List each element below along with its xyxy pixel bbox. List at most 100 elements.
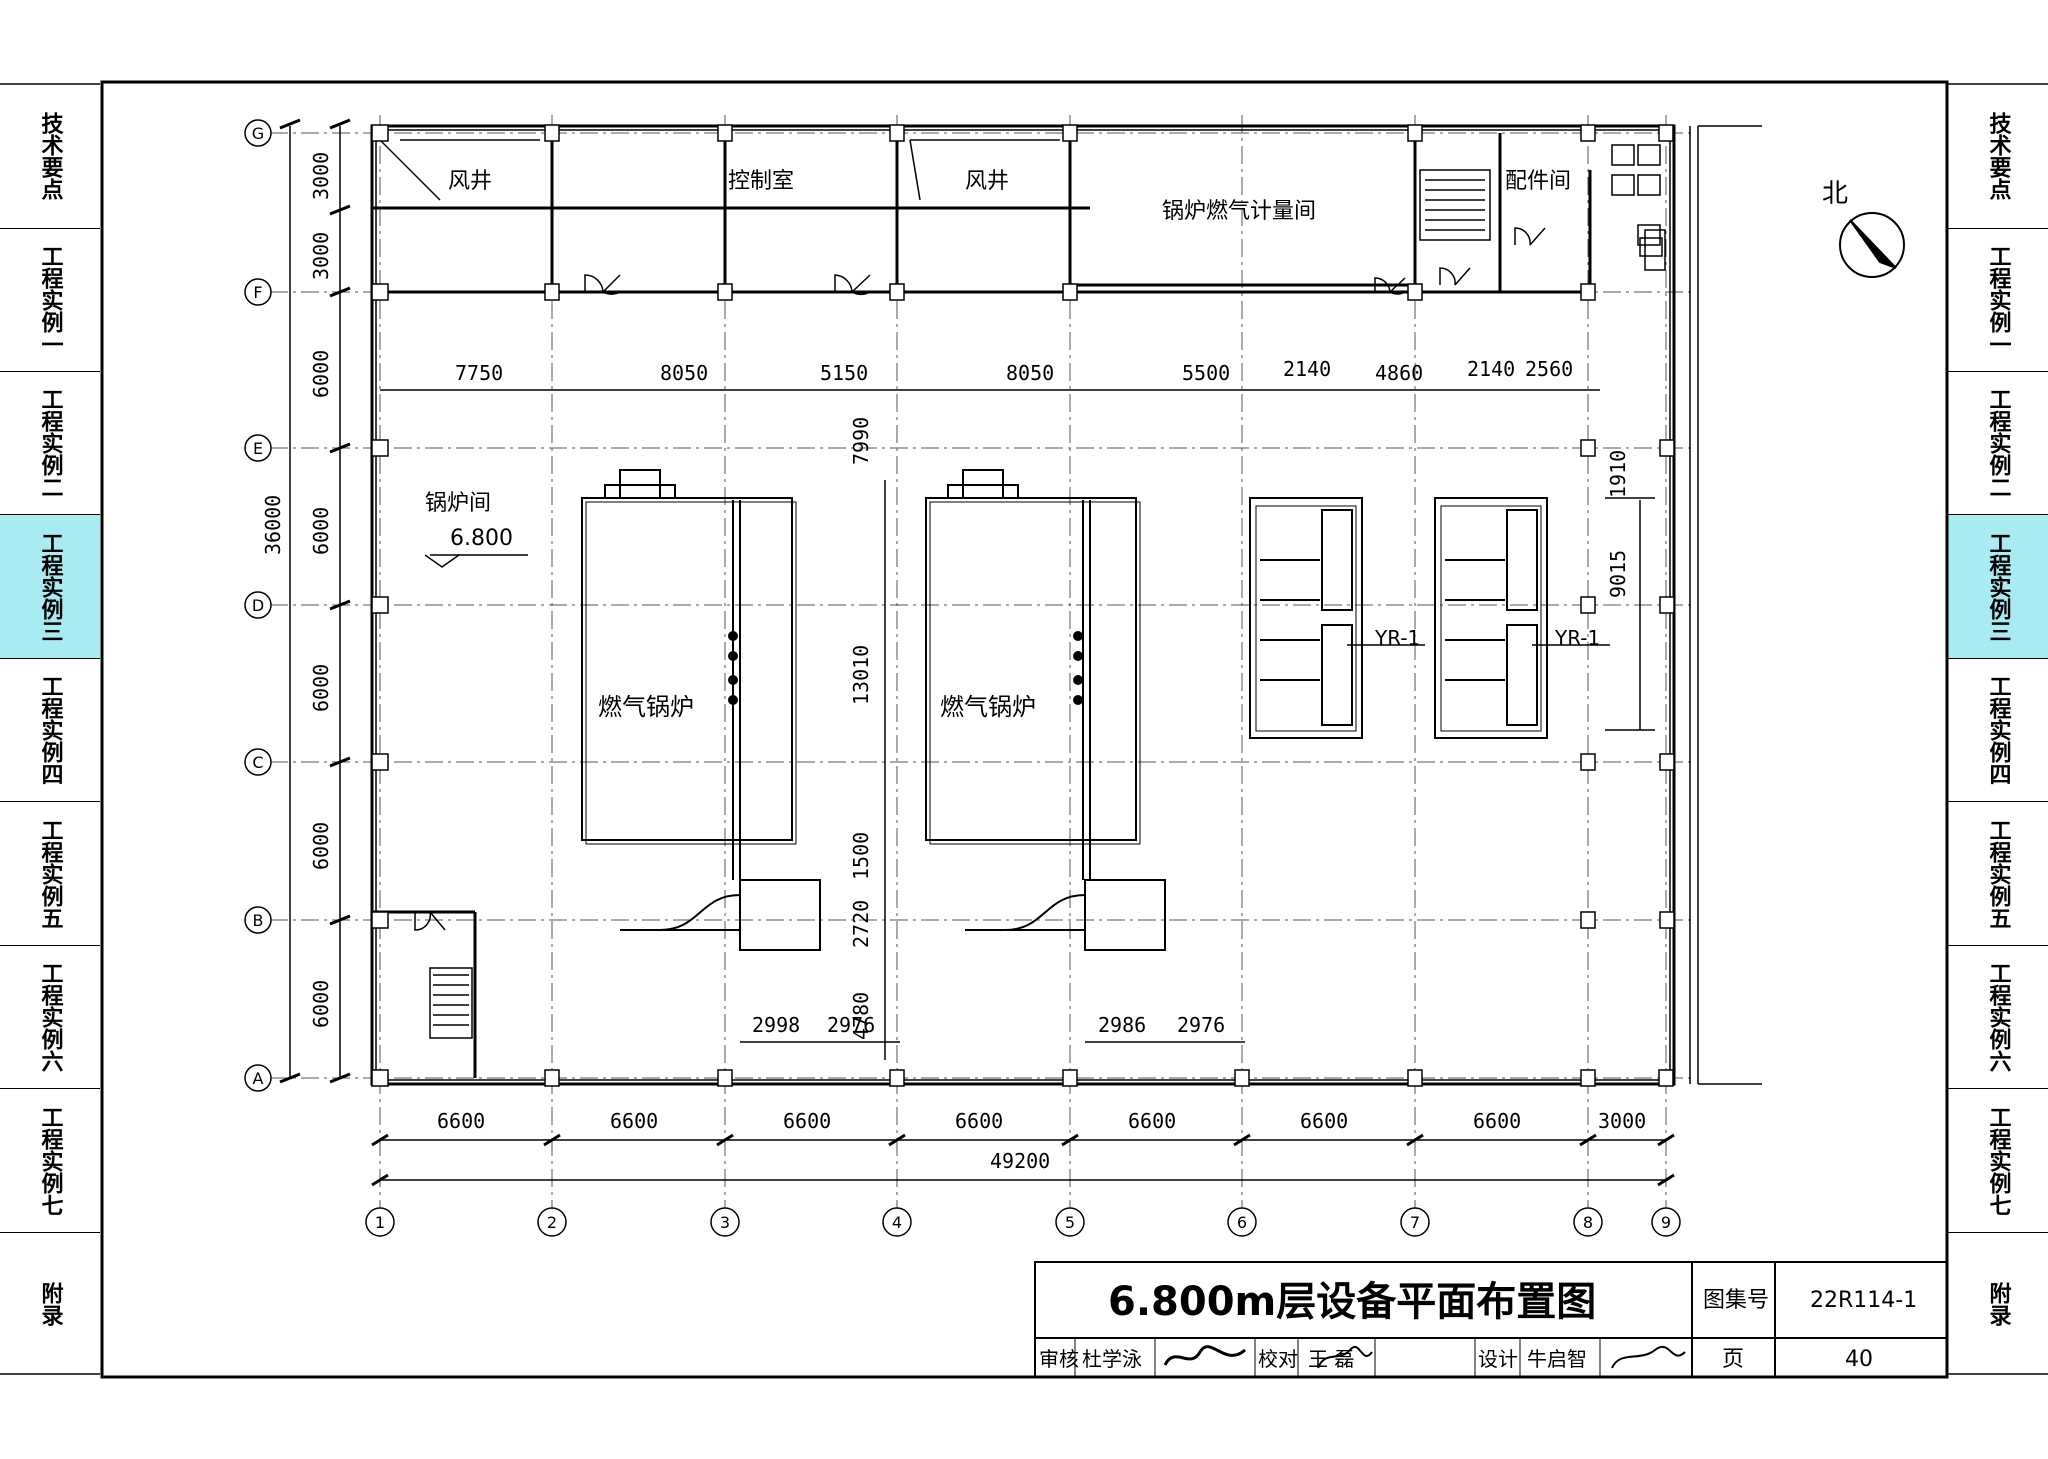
tab-appendix[interactable]: 附录 (1948, 1232, 2048, 1374)
dim-left: 6000 (309, 507, 333, 555)
grid-col-label: 5 (1065, 1213, 1075, 1232)
tab-label: 工程实例六 (37, 962, 63, 1072)
tab-label: 工程实例一 (1985, 245, 2011, 355)
north-label: 北 (1822, 179, 1848, 209)
tab-label: 工程实例三 (37, 531, 63, 642)
dim-bottom: 6600 (1473, 1109, 1521, 1133)
dim-mid: 7990 (849, 417, 873, 465)
unit-1-label: YR-1 (1374, 626, 1420, 650)
tab-label: 附录 (1985, 1281, 2011, 1326)
checker-label: 校对 (1258, 1347, 1298, 1371)
page-label: 页 (1722, 1347, 1744, 1372)
dim-top: 2560 (1525, 357, 1573, 381)
tab-label: 工程实例五 (1985, 818, 2011, 929)
grid-row-label: G (252, 124, 264, 143)
tab-example-3[interactable]: 工程实例三 (1948, 514, 2048, 658)
dim-left: 6000 (309, 980, 333, 1028)
tab-example-2[interactable]: 工程实例二 (1948, 371, 2048, 514)
dim-top: 5150 (820, 361, 868, 385)
dim-boiler-1-bottom: 2976 (827, 1013, 875, 1037)
dim-top: 2140 (1283, 357, 1331, 381)
tab-label: 工程实例五 (37, 818, 63, 929)
dim-left: 3000 (309, 232, 333, 280)
dim-bottom-total: 49200 (990, 1149, 1050, 1173)
grid-row-label: D (252, 596, 264, 615)
tab-label: 工程实例二 (1985, 388, 2011, 498)
designer-name: 牛启智 (1527, 1347, 1587, 1371)
dim-mid: 13010 (849, 645, 873, 705)
tab-example-2[interactable]: 工程实例二 (0, 371, 100, 514)
dim-mid: 4780 (849, 992, 873, 1040)
tab-example-4[interactable]: 工程实例四 (0, 658, 100, 801)
grid-row-label: A (253, 1069, 264, 1088)
grid-row-label: B (253, 911, 264, 930)
reviewer-label: 审核 (1039, 1347, 1079, 1371)
grid-col-label: 8 (1583, 1213, 1593, 1232)
dim-right: 9015 (1606, 550, 1630, 598)
dim-left-total: 36000 (261, 495, 285, 555)
boiler-1-label: 燃气锅炉 (598, 693, 694, 721)
tab-example-7[interactable]: 工程实例七 (0, 1088, 100, 1232)
tab-example-7[interactable]: 工程实例七 (1948, 1088, 2048, 1232)
dim-boiler-1-bottom: 2998 (752, 1013, 800, 1037)
yr-1-unit-2 (1434, 497, 1548, 739)
dim-left: 6000 (309, 350, 333, 398)
dim-mid: 1500 (849, 832, 873, 880)
tab-label: 技术要点 (1985, 112, 2011, 200)
dim-bottom: 3000 (1598, 1109, 1646, 1133)
room-boiler: 锅炉间 (425, 491, 491, 516)
grid-col-label: 6 (1237, 1213, 1247, 1232)
tab-label: 工程实例七 (1985, 1105, 2011, 1216)
dim-bottom: 6600 (955, 1109, 1003, 1133)
grid-col-label: 1 (375, 1213, 385, 1232)
designer-label: 设计 (1478, 1347, 1518, 1371)
dim-bottom: 6600 (1300, 1109, 1348, 1133)
dim-top: 7750 (455, 361, 503, 385)
tab-label: 技术要点 (37, 112, 63, 200)
grid-col-label: 9 (1661, 1213, 1671, 1232)
tab-tech-points[interactable]: 技术要点 (0, 84, 100, 228)
tab-example-4[interactable]: 工程实例四 (1948, 658, 2048, 801)
drawing-title: 6.800m层设备平面布置图 (1108, 1279, 1596, 1325)
atlas-number: 22R114-1 (1810, 1288, 1917, 1313)
tab-tech-points[interactable]: 技术要点 (1948, 84, 2048, 228)
tab-example-5[interactable]: 工程实例五 (1948, 801, 2048, 945)
dim-boiler-2-bottom: 2986 (1098, 1013, 1146, 1037)
room-wind-well-2: 风井 (965, 169, 1009, 194)
dim-boiler-2-bottom: 2976 (1177, 1013, 1225, 1037)
tab-example-3[interactable]: 工程实例三 (0, 514, 100, 658)
tab-example-6[interactable]: 工程实例六 (0, 945, 100, 1088)
dim-left: 3000 (309, 152, 333, 200)
dim-left: 6000 (309, 664, 333, 712)
room-control-room: 控制室 (728, 169, 794, 194)
tab-appendix[interactable]: 附录 (0, 1232, 100, 1374)
dim-bottom: 6600 (1128, 1109, 1176, 1133)
grid-col-label: 3 (720, 1213, 730, 1232)
tab-label: 工程实例六 (1985, 962, 2011, 1072)
reviewer-name: 杜学泳 (1082, 1347, 1142, 1371)
yr-1-unit-1 (1249, 497, 1363, 739)
tab-example-5[interactable]: 工程实例五 (0, 801, 100, 945)
grid-row-label: F (253, 283, 262, 302)
grid-col-label: 4 (892, 1213, 902, 1232)
tab-label: 工程实例四 (1985, 675, 2011, 785)
title-block-frame (1034, 1261, 1948, 1378)
tab-example-6[interactable]: 工程实例六 (1948, 945, 2048, 1088)
gas-boiler-1 (581, 469, 821, 951)
unit-2-label: YR-1 (1554, 626, 1600, 650)
north-arrow-icon (1839, 212, 1905, 278)
boiler-room-level: 6.800 (450, 526, 513, 551)
tab-label: 工程实例三 (1985, 531, 2011, 642)
dim-top: 2140 (1467, 357, 1515, 381)
tab-label: 工程实例四 (37, 675, 63, 785)
boiler-2-label: 燃气锅炉 (940, 693, 1036, 721)
room-parts: 配件间 (1505, 169, 1571, 194)
dim-bottom: 6600 (437, 1109, 485, 1133)
grid-row-label: E (253, 439, 263, 458)
dim-right: 1910 (1606, 450, 1630, 498)
tab-example-1[interactable]: 工程实例一 (1948, 228, 2048, 371)
tab-example-1[interactable]: 工程实例一 (0, 228, 100, 371)
atlas-label: 图集号 (1703, 1288, 1769, 1313)
tab-label: 工程实例二 (37, 388, 63, 498)
drawing-frame (100, 80, 1949, 1379)
